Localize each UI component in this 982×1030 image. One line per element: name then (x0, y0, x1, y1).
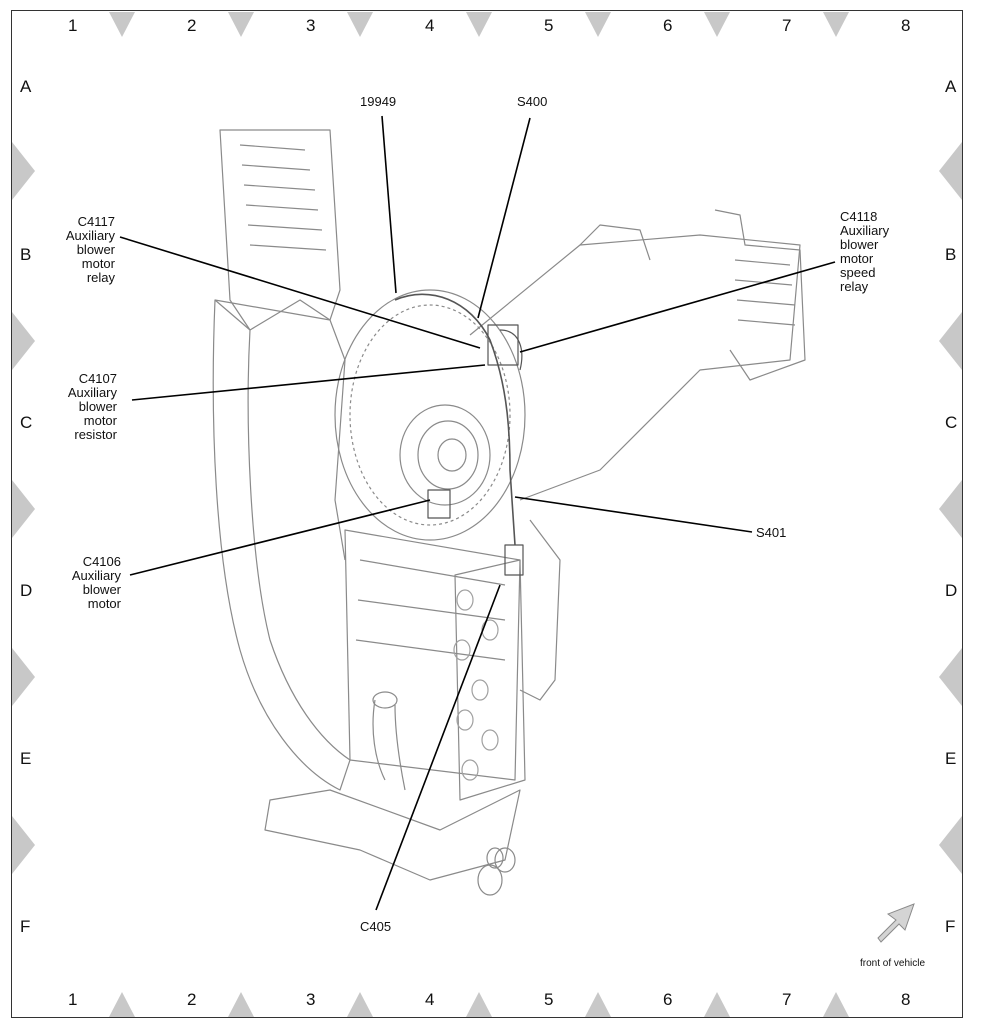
col-5-top: 5 (544, 16, 554, 35)
callout-s400: S400 (517, 94, 548, 109)
row-e-right: E (945, 749, 957, 768)
col-7-bottom: 7 (782, 990, 792, 1009)
col-4-top: 4 (425, 16, 435, 35)
callout-c4117: C4117 Auxiliary blower motor relay (65, 214, 115, 285)
col-2-top: 2 (187, 16, 197, 35)
left-markers (12, 142, 35, 874)
row-c-left: C (20, 413, 33, 432)
row-e-left: E (20, 749, 32, 768)
row-d-left: D (20, 581, 33, 600)
leader-s400 (477, 117, 531, 319)
leader-c4107 (131, 364, 486, 401)
col-8-top: 8 (901, 16, 911, 35)
col-2-bottom: 2 (187, 990, 197, 1009)
callout-19949: 19949 (360, 94, 397, 109)
leader-19949 (381, 115, 397, 294)
col-3-top: 3 (306, 16, 316, 35)
bottom-markers (109, 992, 849, 1017)
leader-c4117 (119, 236, 481, 349)
leader-lines (119, 115, 836, 911)
blower-assembly-sketch (212, 129, 806, 896)
diagram-frame (11, 10, 963, 1018)
row-a-left: A (20, 77, 32, 96)
callout-c4118: C4118 Auxiliary blower motor speed relay (840, 209, 890, 294)
col-3-bottom: 3 (306, 990, 316, 1009)
row-f-right: F (945, 917, 956, 936)
row-b-left: B (20, 245, 32, 264)
callout-s401: S401 (756, 525, 787, 540)
top-markers (109, 12, 849, 37)
right-markers (939, 142, 962, 874)
row-a-right: A (945, 77, 957, 96)
grid-markers (12, 12, 962, 1017)
leader-c4106 (129, 499, 431, 576)
arrow-up-right-icon (877, 903, 915, 943)
col-1-top: 1 (68, 16, 78, 35)
col-4-bottom: 4 (425, 990, 435, 1009)
row-f-left: F (20, 917, 31, 936)
col-6-top: 6 (663, 16, 673, 35)
col-1-bottom: 1 (68, 990, 78, 1009)
col-6-bottom: 6 (663, 990, 673, 1009)
callout-c4106: C4106 Auxiliary blower motor (71, 554, 121, 611)
row-c-right: C (945, 413, 958, 432)
col-8-bottom: 8 (901, 990, 911, 1009)
row-b-right: B (945, 245, 957, 264)
callout-c4107: C4107 Auxiliary blower motor resistor (67, 371, 117, 442)
col-5-bottom: 5 (544, 990, 554, 1009)
leader-c405 (375, 584, 501, 911)
col-7-top: 7 (782, 16, 792, 35)
row-d-right: D (945, 581, 958, 600)
leader-s401 (514, 496, 753, 533)
leader-c4118 (519, 261, 836, 353)
front-of-vehicle-label: front of vehicle (860, 958, 926, 969)
callout-c405: C405 (360, 919, 392, 934)
